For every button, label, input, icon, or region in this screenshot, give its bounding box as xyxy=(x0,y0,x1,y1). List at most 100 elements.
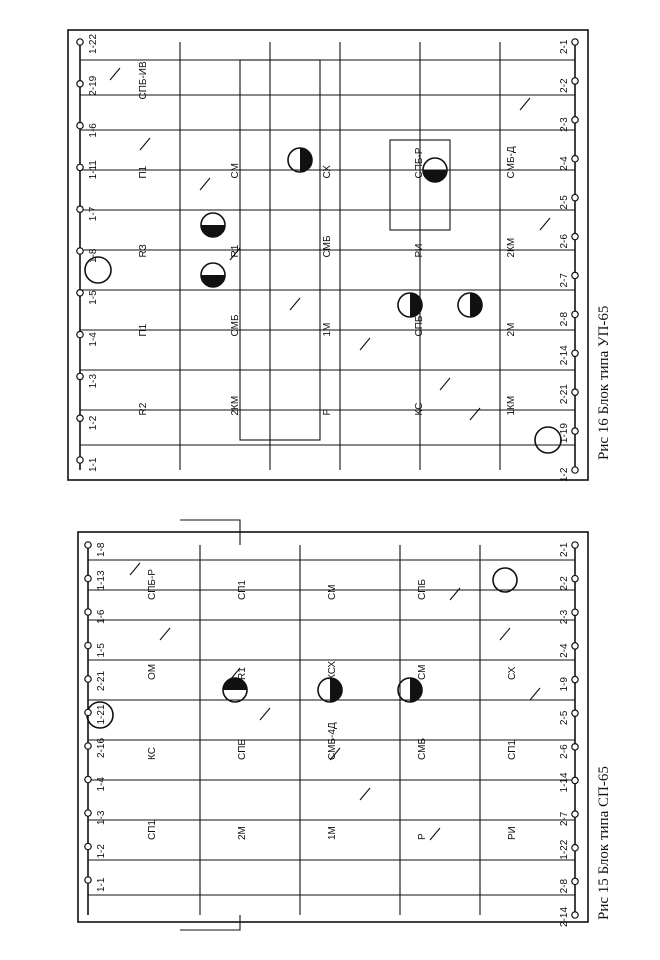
component-label: RЗ xyxy=(138,244,149,257)
component-label: КС xyxy=(147,747,158,760)
terminal-label: 1-19 xyxy=(559,423,570,443)
component-label: 2КМ xyxy=(506,238,517,258)
component-label: СМБ xyxy=(322,235,333,257)
terminal-label: 1-14 xyxy=(559,772,570,792)
terminal xyxy=(571,877,579,886)
diagram-sp65-frame xyxy=(77,531,589,923)
terminal xyxy=(84,541,92,549)
component-label: Р xyxy=(322,409,333,416)
terminal-label: 1-3 xyxy=(88,374,99,389)
component-label: СПБ xyxy=(414,315,425,336)
diagram-up65-frame xyxy=(67,29,589,481)
component-label: 1КМ xyxy=(506,396,517,416)
terminal-label: 2-5 xyxy=(559,710,570,725)
terminal xyxy=(76,372,84,381)
sp65-wires xyxy=(88,519,575,931)
component-label: 2КМ xyxy=(230,396,241,416)
terminal-label: 1-8 xyxy=(88,248,99,263)
terminal xyxy=(76,456,84,464)
terminal xyxy=(76,414,84,423)
terminal-label: 1-2 xyxy=(96,844,107,859)
terminal-label: 1-21 xyxy=(96,704,107,724)
terminal-label: 2-4 xyxy=(559,643,570,658)
terminal-label: 2-3 xyxy=(559,117,570,132)
terminal-label: 2-1 xyxy=(559,542,570,557)
terminal xyxy=(76,121,84,130)
component-label: СПБ-Р xyxy=(414,147,425,178)
terminal xyxy=(571,466,579,474)
terminal-label: 1-13 xyxy=(96,570,107,590)
terminal xyxy=(571,232,579,241)
component-label: СМБ xyxy=(230,314,241,336)
component-label: СМБ-Д xyxy=(506,146,517,178)
terminal-label: 1-8 xyxy=(96,542,107,557)
terminal-label: 2-14 xyxy=(559,345,570,365)
terminal-label: 2-21 xyxy=(96,671,107,691)
terminal xyxy=(84,842,92,851)
terminal xyxy=(84,876,92,884)
terminal-label: 1-6 xyxy=(88,123,99,138)
terminal xyxy=(571,743,579,751)
sp65-bottom-terminals: 1-11-21-31-42-161-212-211-51-61-131-8 xyxy=(84,541,107,892)
terminal xyxy=(84,809,92,817)
terminal-label: 1-4 xyxy=(88,332,99,347)
component-label: R1 xyxy=(230,244,241,257)
terminal xyxy=(76,163,84,172)
component-label: 1М xyxy=(327,826,338,840)
terminal-label: 2-3 xyxy=(559,609,570,624)
caption-fig16: Рис 16 Блок типа УП-65 xyxy=(596,306,612,460)
terminal-label: 2-7 xyxy=(559,273,570,288)
terminal xyxy=(84,574,92,583)
terminal-label: 1-4 xyxy=(96,777,107,792)
component-label: П1 xyxy=(138,165,149,178)
component-label: СМБ xyxy=(417,738,428,760)
coil-ks-up xyxy=(84,256,112,284)
component-label: СПБ xyxy=(417,579,428,600)
diagram-sp65: 2-12-22-32-41-92-52-61-142-71-222-82-14 … xyxy=(77,519,589,931)
terminal xyxy=(571,776,579,785)
terminal xyxy=(571,911,579,919)
terminal-label: 1-1 xyxy=(88,457,99,472)
terminal xyxy=(84,708,92,717)
terminal-label: 1-2 xyxy=(88,415,99,430)
component-label: ОМ xyxy=(147,664,158,680)
terminal xyxy=(76,247,84,255)
component-label: СПБ-Р xyxy=(147,569,158,600)
terminal-label: 2-21 xyxy=(559,384,570,404)
terminal-label: 2-8 xyxy=(559,878,570,893)
terminal xyxy=(571,271,579,280)
terminal xyxy=(571,541,579,549)
terminal xyxy=(571,77,579,85)
terminal xyxy=(571,608,579,617)
component-label: РИ xyxy=(507,826,518,840)
terminal-label: 1-1 xyxy=(96,877,107,892)
terminal-label: 2-16 xyxy=(96,738,107,758)
up65-contacts xyxy=(109,67,551,421)
terminal-label: 2-7 xyxy=(559,811,570,826)
terminal xyxy=(571,388,579,396)
terminal-label: 1-2 xyxy=(559,467,570,482)
terminal xyxy=(76,288,84,297)
up65-bottom-terminals: 1-11-21-31-41-51-81-71-111-62-191-22 xyxy=(76,34,99,472)
terminal-label: 1-7 xyxy=(88,206,99,221)
terminal-label: 1-11 xyxy=(88,160,99,180)
terminal xyxy=(571,843,579,852)
component-label: СХ xyxy=(507,666,518,680)
coil-p1 xyxy=(534,426,562,454)
caption-fig15: Рис 15 Блок типа СП-65 xyxy=(596,766,612,920)
terminal xyxy=(76,80,84,88)
sp65-top-terminals: 2-12-22-32-41-92-52-61-142-71-222-82-14 xyxy=(559,541,579,927)
component-label: 2М xyxy=(237,826,248,840)
terminal xyxy=(571,310,579,319)
component-label: КСХ xyxy=(327,661,338,680)
terminal-label: 2-4 xyxy=(559,156,570,171)
terminal xyxy=(571,427,579,435)
terminal xyxy=(76,330,84,339)
terminal xyxy=(76,38,84,46)
up65-wires xyxy=(80,42,575,470)
terminal-label: 2-2 xyxy=(559,576,570,591)
component-label: СП1 xyxy=(507,740,518,760)
terminal xyxy=(571,574,579,583)
